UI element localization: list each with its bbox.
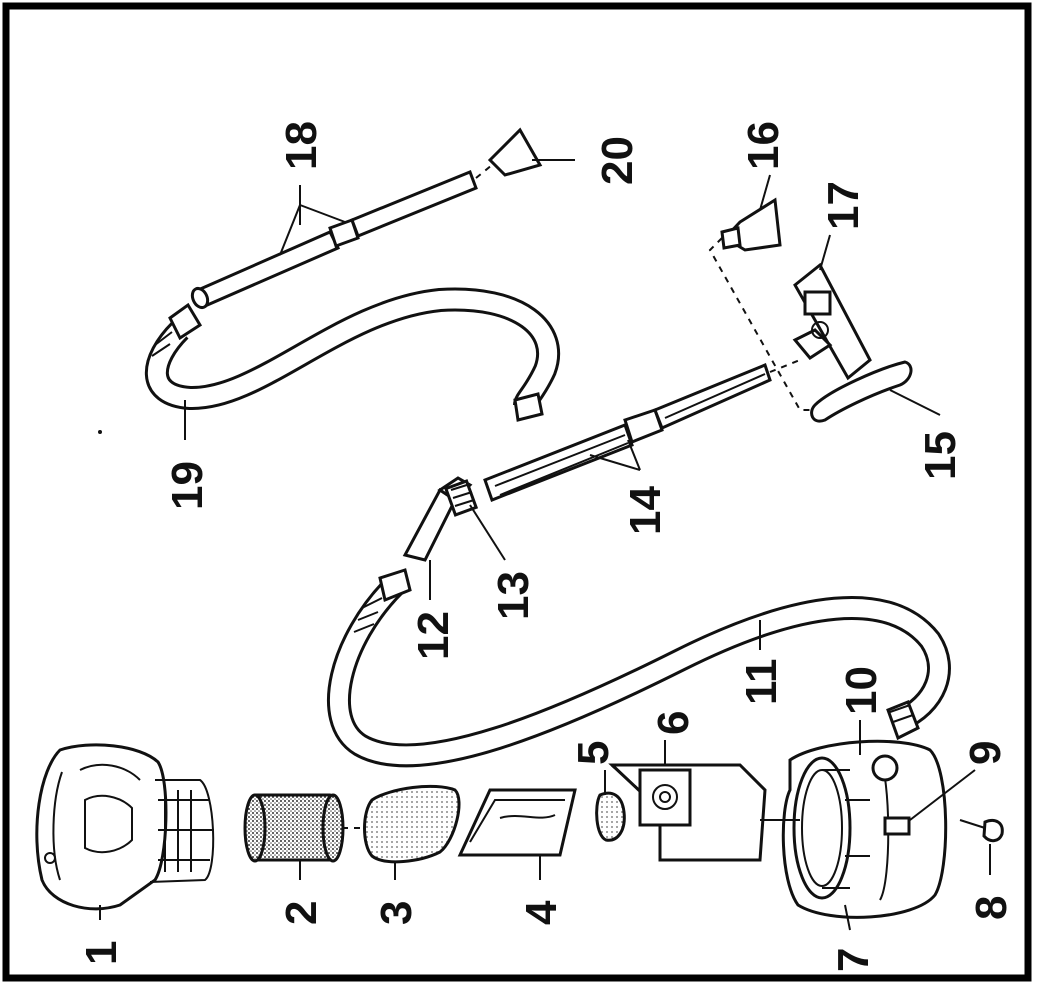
part-11-long-hose [327, 568, 951, 768]
leader-lines [99, 159, 991, 931]
label-15: 15 [916, 431, 965, 480]
label-7: 7 [829, 948, 878, 972]
label-12: 12 [409, 611, 458, 660]
part-2-cartridge-filter [243, 793, 345, 863]
label-6: 6 [649, 711, 698, 735]
label-11: 11 [737, 658, 786, 705]
label-17: 17 [819, 181, 868, 230]
part-13-hose-collar [443, 479, 479, 517]
part-14-extension-tubes [483, 363, 772, 502]
part-5-seal [595, 791, 626, 842]
part-1-motor-head [35, 743, 215, 911]
part-8-screw [959, 819, 1004, 843]
part-6-dust-bag [608, 763, 767, 862]
part-17-floor-nozzle [792, 262, 872, 381]
part-19-upper-hose [144, 287, 561, 422]
label-18: 18 [277, 121, 326, 170]
part-16-upholstery-nozzle [720, 197, 782, 252]
label-19: 19 [163, 461, 212, 510]
label-3: 3 [372, 901, 421, 925]
part-4-paper-bag [457, 788, 577, 857]
part-20-brush-nozzle [475, 127, 543, 179]
label-8: 8 [967, 896, 1016, 920]
callout-labels: 1 2 3 4 5 6 7 8 9 10 11 12 13 14 15 16 1… [77, 121, 1016, 972]
label-14: 14 [621, 486, 670, 535]
part-15-crevice-nozzle [810, 360, 913, 423]
label-9: 9 [961, 741, 1010, 765]
label-10: 10 [837, 666, 886, 715]
part-7-container-drum [781, 739, 948, 919]
part-3-disc-filter [363, 784, 461, 864]
label-20: 20 [593, 136, 642, 185]
stray-dot [98, 430, 102, 434]
label-13: 13 [489, 571, 538, 620]
label-5: 5 [569, 741, 618, 765]
label-4: 4 [517, 900, 566, 925]
part-18-wand-tubes [190, 170, 478, 310]
label-1: 1 [77, 941, 126, 965]
accessory-link-line [708, 237, 815, 411]
label-16: 16 [739, 121, 788, 170]
label-2: 2 [277, 901, 326, 925]
